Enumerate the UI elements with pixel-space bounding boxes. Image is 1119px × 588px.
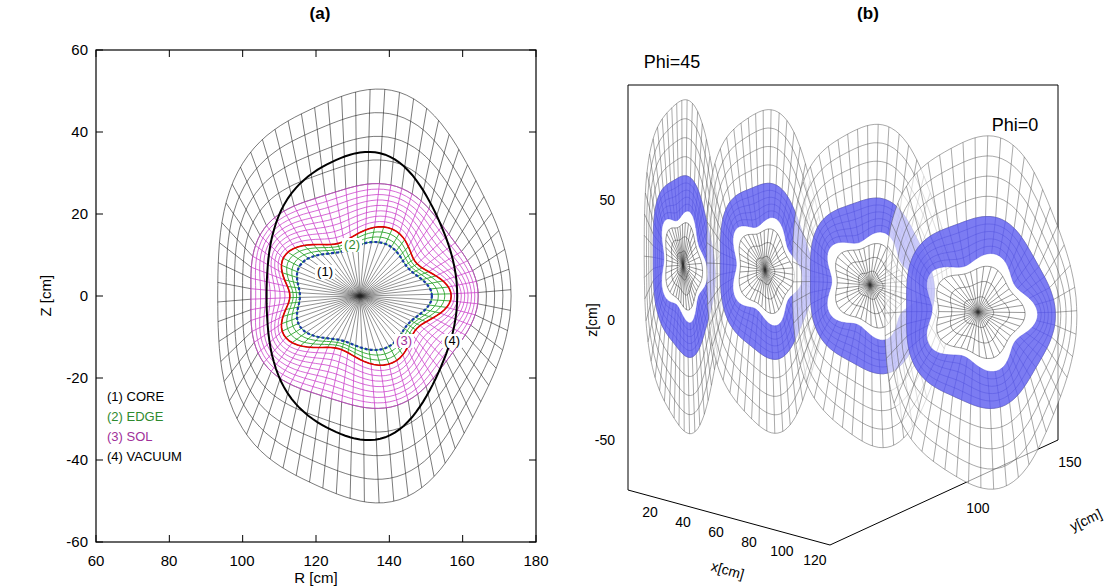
figure-label: (3) [394,334,414,349]
figure-label: 60 [71,41,88,58]
figure-label: -20 [66,369,88,386]
vacuum-mesh [885,136,1077,489]
plasma-mesh [907,217,1056,409]
mesh-plot-a [96,50,536,542]
figure-label: 160 [450,552,475,569]
figure-label: (b) [857,4,879,24]
figure-label: Phi=45 [644,52,701,73]
figure-label: (1) [315,265,335,280]
figure-label: -50 [595,432,615,448]
figure-label: (1) CORE [107,390,164,405]
figure-label: 20 [642,504,658,520]
core-mesh [739,229,794,314]
figure-label: Z [cm] [37,275,54,317]
plasma-band [653,176,715,358]
figure-label: 120 [304,552,329,569]
figure-label: 40 [71,123,88,140]
core-ground [666,223,703,310]
core-boundary [297,242,432,350]
core-grid [297,242,432,350]
figure-label: (a) [310,4,331,24]
core-mesh [666,223,703,310]
sol-grid [251,184,478,409]
axis-ticks [96,50,536,542]
figure-label: 80 [741,534,757,550]
section-ground [885,136,1077,489]
figure-label: (2) [342,238,362,253]
figure-label: Phi=0 [990,115,1041,136]
figure-label: -60 [66,533,88,550]
figure-label: z[cm] [584,303,600,336]
figure-label: 50 [599,192,615,208]
figure-label: 100 [966,500,989,516]
figure-label: x[cm] [710,558,747,583]
figure-label: 150 [1058,454,1081,470]
mesh-plot-b [628,85,1077,545]
edge-boundary [282,227,452,365]
figure-label: 120 [803,552,826,568]
figure-label: 60 [88,552,105,569]
figure-label: -40 [66,451,88,468]
figure-label: 0 [80,287,88,304]
figure-label: 100 [230,552,255,569]
figure-label: (2) EDGE [107,410,163,425]
figure-label: R [cm] [294,569,337,586]
vacuum-grid [218,89,511,503]
figure-label: 100 [770,543,793,559]
wall-line [267,152,458,440]
figure-label: 40 [675,514,691,530]
figure-label: 60 [708,524,724,540]
figure-label: 20 [71,205,88,222]
plasma-mesh [653,176,715,358]
edge-grid [282,227,452,365]
core-ground [937,266,1025,358]
core-mesh [937,266,1025,358]
figure-label: 180 [524,552,549,569]
axis-frame [96,50,536,542]
figure-label: (3) SOL [107,430,153,445]
core-ground [739,229,794,314]
figure-label: (4) VACUUM [107,450,182,465]
figure-label: 80 [161,552,178,569]
plasma-band [907,217,1056,409]
figure-label: (4) [442,334,462,349]
figure-label: 140 [377,552,402,569]
figure-label: 0 [607,312,615,328]
figure-label: y[cm] [1067,506,1104,535]
